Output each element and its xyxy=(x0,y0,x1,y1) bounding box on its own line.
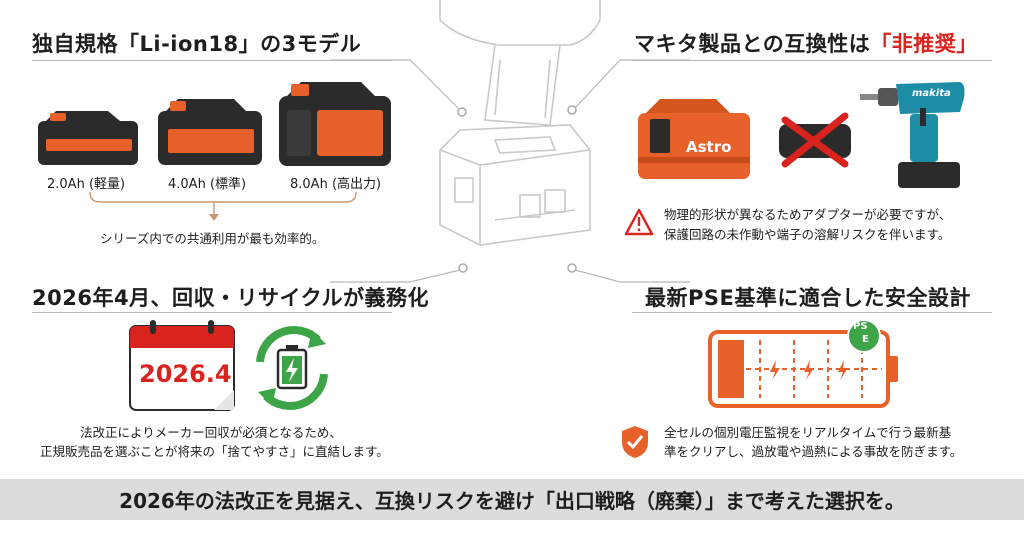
bottom-left-caption-line2: 正規販売品を選ぶことが将来の「捨てやすさ」に直結します。 xyxy=(40,444,389,459)
battery-label-4ah: 4.0Ah (標準) xyxy=(168,177,247,192)
shield-check-icon xyxy=(622,426,648,458)
bottom-right-caption-line2: 準をクリアし、過放電や過熱による事故を防ぎます。 xyxy=(664,444,963,459)
battery-2ah-icon xyxy=(38,111,138,165)
astro-brand-label: Astro xyxy=(686,138,732,156)
bracket-line xyxy=(89,191,357,221)
battery-8ah-icon xyxy=(279,82,391,166)
bottom-right-caption-line1: 全セルの個別電圧監視をリアルタイムで行う最新基 xyxy=(664,425,952,440)
warning-icon xyxy=(624,208,654,236)
calendar-date-text: 2026.4 xyxy=(139,360,232,388)
astro-battery-icon xyxy=(638,99,750,179)
top-left-title: 独自規格「Li-ion18」の3モデル xyxy=(32,32,362,56)
top-right-title-main: マキタ製品との互換性は xyxy=(634,32,871,56)
top-right-title: マキタ製品との互換性は「非推奨」 xyxy=(634,28,978,58)
footer-text: 2026年の法改正を見据え、互換リスクを避け「出口戦略（廃棄）」まで考えた選択を… xyxy=(119,489,905,513)
top-right-warning-line2: 保護回路の未作動や端子の溶解リスクを伴います。 xyxy=(664,227,951,242)
bottom-left-caption-line1: 法改正によりメーカー回収が必須となるため、 xyxy=(80,425,342,440)
incompatible-adapter-icon xyxy=(779,112,851,168)
pse-mark-line2: E xyxy=(862,334,869,345)
top-right-warning-line1: 物理的形状が異なるためアダプターが必要ですが、 xyxy=(664,207,952,222)
battery-label-2ah: 2.0Ah (軽量) xyxy=(47,177,126,192)
recycle-battery-icon xyxy=(256,326,328,410)
footer-banner: 2026年の法改正を見据え、互換リスクを避け「出口戦略（廃棄）」まで考えた選択を… xyxy=(0,479,1024,520)
battery-4ah-icon xyxy=(158,99,262,165)
bottom-left-title: 2026年4月、回収・リサイクルが義務化 xyxy=(32,286,430,310)
pse-mark-line1: PS xyxy=(853,321,868,332)
pse-battery-cells-icon xyxy=(708,319,898,408)
top-right-title-highlight: 「非推奨」 xyxy=(870,32,978,56)
top-left-caption: シリーズ内での共通利用が最も効率的。 xyxy=(100,231,325,246)
impact-driver-icon xyxy=(860,82,965,188)
calendar-icon xyxy=(129,320,235,411)
drill-sketch-illustration xyxy=(439,0,601,246)
bottom-right-title: 最新PSE基準に適合した安全設計 xyxy=(645,286,971,310)
battery-label-8ah: 8.0Ah (高出力) xyxy=(290,177,382,192)
makita-brand-label: makita xyxy=(912,88,951,99)
